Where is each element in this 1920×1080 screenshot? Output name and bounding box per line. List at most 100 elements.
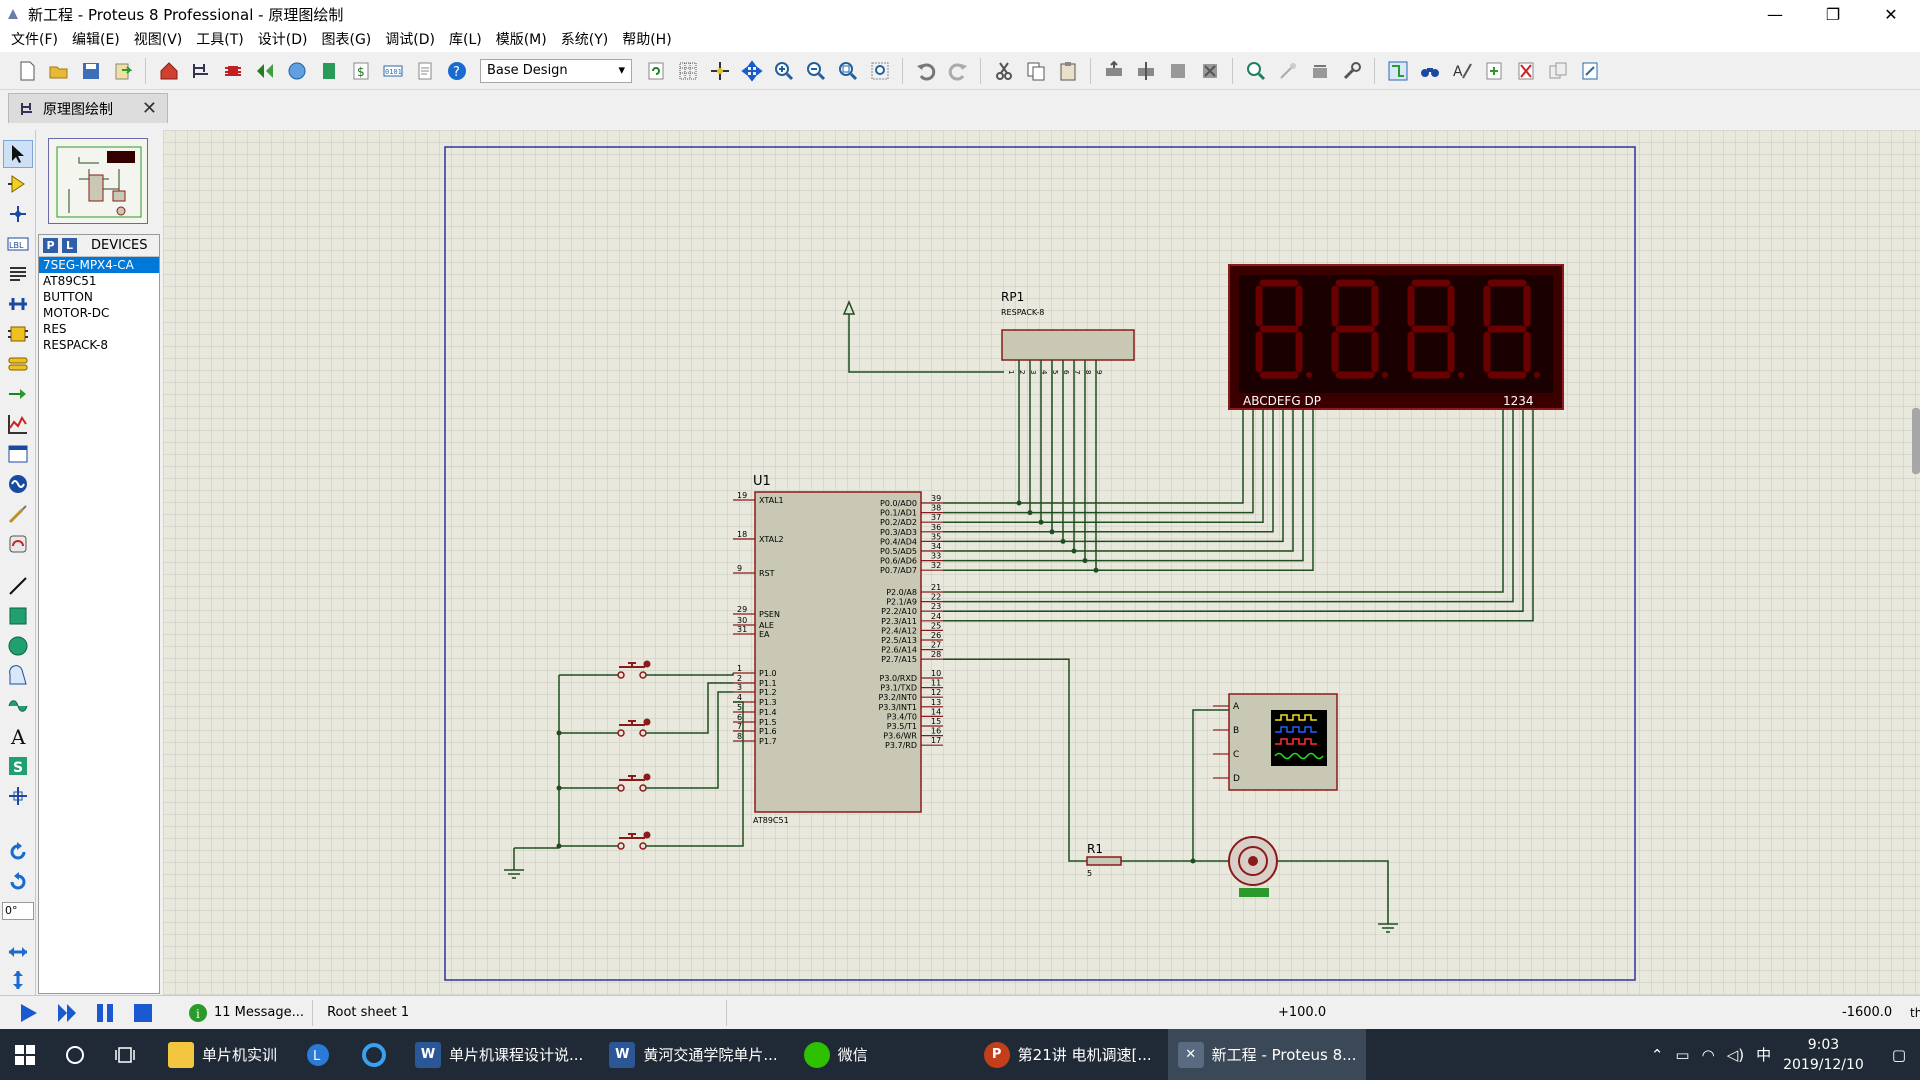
import-button[interactable] bbox=[108, 56, 137, 85]
rotate-anticlockwise-button[interactable] bbox=[3, 868, 33, 896]
wire[interactable] bbox=[943, 409, 1534, 622]
taskbar-app-wechat[interactable]: 微信 bbox=[794, 1029, 878, 1080]
open-file-button[interactable] bbox=[44, 56, 73, 85]
pick-devices-button[interactable]: P bbox=[43, 238, 58, 253]
library-manager-button[interactable]: L bbox=[62, 238, 77, 253]
rotate-clockwise-button[interactable] bbox=[3, 838, 33, 866]
pause-simulation-button[interactable] bbox=[90, 998, 120, 1028]
bom-button[interactable]: $ bbox=[346, 56, 375, 85]
button-switch[interactable] bbox=[559, 660, 682, 679]
taskbar-app-word-2[interactable]: W 黄河交通学院单片... bbox=[599, 1029, 787, 1080]
taskbar-app-powerpoint[interactable]: P 第21讲 电机调速[... bbox=[974, 1029, 1162, 1080]
menu-library[interactable]: 库(L) bbox=[448, 32, 482, 48]
wire[interactable] bbox=[943, 409, 1294, 552]
r1-resistor[interactable]: R1 5 bbox=[1086, 842, 1122, 878]
menu-debug[interactable]: 调试(D) bbox=[385, 32, 435, 48]
exit-to-parent-button[interactable] bbox=[1543, 56, 1572, 85]
circle-draw-button[interactable] bbox=[3, 632, 33, 660]
taskbar-app-folder[interactable]: 单片机实训 bbox=[158, 1029, 287, 1080]
menu-system[interactable]: 系统(Y) bbox=[560, 32, 609, 48]
button-switch[interactable] bbox=[559, 831, 682, 850]
terminals-mode-button[interactable] bbox=[3, 350, 33, 378]
block-copy-button[interactable] bbox=[1099, 56, 1128, 85]
zoom-in-button[interactable] bbox=[769, 56, 798, 85]
menu-help[interactable]: 帮助(H) bbox=[622, 32, 672, 48]
schematic-button[interactable] bbox=[186, 56, 215, 85]
selection-mode-button[interactable] bbox=[3, 140, 33, 168]
origin-button[interactable] bbox=[705, 56, 734, 85]
pick-parts-button[interactable] bbox=[1241, 56, 1270, 85]
simulation-button[interactable] bbox=[250, 56, 279, 85]
undo-button[interactable] bbox=[911, 56, 940, 85]
mirror-vertical-button[interactable] bbox=[3, 966, 33, 994]
menu-graph[interactable]: 图表(G) bbox=[321, 32, 372, 48]
wire[interactable] bbox=[943, 409, 1514, 603]
wire-net[interactable] bbox=[682, 360, 1534, 916]
u1-microcontroller[interactable]: U1 AT89C51 19XTAL118XTAL29RST29PSEN30ALE… bbox=[733, 474, 943, 825]
grid-toggle-button[interactable] bbox=[673, 56, 702, 85]
close-tab-icon[interactable]: ✕ bbox=[141, 98, 157, 119]
graph-mode-button[interactable] bbox=[3, 410, 33, 438]
path-draw-button[interactable] bbox=[3, 692, 33, 720]
wire[interactable] bbox=[682, 701, 744, 847]
junction-mode-button[interactable] bbox=[3, 200, 33, 228]
line-draw-button[interactable] bbox=[3, 572, 33, 600]
task-view-button[interactable] bbox=[100, 1029, 150, 1080]
new-file-button[interactable] bbox=[12, 56, 41, 85]
gerber-button[interactable] bbox=[314, 56, 343, 85]
box-draw-button[interactable] bbox=[3, 602, 33, 630]
taskbar-pinned-browser[interactable] bbox=[349, 1029, 399, 1080]
symbol-mode-button[interactable]: S bbox=[3, 752, 33, 780]
device-item[interactable]: MOTOR-DC bbox=[43, 306, 110, 320]
seven-segment-display[interactable]: ABCDEFG DP 1234 bbox=[1228, 264, 1564, 410]
zoom-out-button[interactable] bbox=[801, 56, 830, 85]
menu-view[interactable]: 视图(V) bbox=[133, 32, 183, 48]
text-draw-button[interactable]: A bbox=[3, 722, 33, 750]
design-variant-select[interactable]: Base Design ▾ bbox=[480, 58, 632, 83]
close-window-button[interactable]: ✕ bbox=[1884, 4, 1898, 24]
mirror-horizontal-button[interactable] bbox=[3, 938, 33, 966]
minimize-button[interactable]: — bbox=[1767, 4, 1783, 24]
packaging-tool-button[interactable] bbox=[1305, 56, 1334, 85]
source-code-button[interactable]: 0101 bbox=[378, 56, 407, 85]
chevron-up-icon[interactable]: ⌃ bbox=[1650, 1045, 1664, 1064]
dc-motor[interactable] bbox=[1228, 836, 1278, 897]
button-switch[interactable] bbox=[559, 718, 682, 737]
home-button[interactable] bbox=[154, 56, 183, 85]
rotation-angle-field[interactable]: 0° bbox=[2, 902, 34, 920]
network-icon[interactable]: ◠ bbox=[1701, 1045, 1715, 1064]
generator-mode-button[interactable] bbox=[3, 470, 33, 498]
wire[interactable] bbox=[943, 409, 1284, 543]
step-simulation-button[interactable] bbox=[52, 998, 82, 1028]
ime-indicator[interactable]: 中 bbox=[1756, 1046, 1772, 1064]
clock[interactable]: 9:03 2019/12/10 bbox=[1783, 1035, 1864, 1075]
button-switch[interactable] bbox=[559, 773, 682, 792]
overview-window[interactable] bbox=[38, 130, 158, 228]
design-explorer-button[interactable] bbox=[1575, 56, 1604, 85]
wire[interactable] bbox=[943, 409, 1244, 504]
save-button[interactable] bbox=[76, 56, 105, 85]
device-item[interactable]: BUTTON bbox=[43, 290, 93, 304]
oscilloscope[interactable]: ABCD bbox=[1213, 693, 1338, 791]
search-button[interactable] bbox=[50, 1029, 100, 1080]
power-terminal[interactable] bbox=[842, 300, 1004, 373]
text-script-mode-button[interactable] bbox=[3, 260, 33, 288]
wire[interactable] bbox=[943, 409, 1254, 514]
zoom-all-button[interactable] bbox=[833, 56, 862, 85]
device-item[interactable]: 7SEG-MPX4-CA bbox=[39, 257, 159, 273]
new-sheet-button[interactable] bbox=[1479, 56, 1508, 85]
wire[interactable] bbox=[682, 682, 733, 734]
remove-sheet-button[interactable] bbox=[1511, 56, 1540, 85]
menu-file[interactable]: 文件(F) bbox=[11, 32, 58, 48]
message-log-button[interactable]: i 11 Message... bbox=[188, 999, 314, 1026]
pan-button[interactable] bbox=[737, 56, 766, 85]
wire[interactable] bbox=[943, 409, 1524, 612]
block-delete-button[interactable] bbox=[1195, 56, 1224, 85]
search-tag-button[interactable] bbox=[1415, 56, 1444, 85]
probe-mode-button[interactable] bbox=[3, 500, 33, 528]
refresh-button[interactable] bbox=[641, 56, 670, 85]
menu-design[interactable]: 设计(D) bbox=[257, 32, 308, 48]
wire[interactable] bbox=[943, 409, 1504, 593]
stop-simulation-button[interactable] bbox=[128, 998, 158, 1028]
